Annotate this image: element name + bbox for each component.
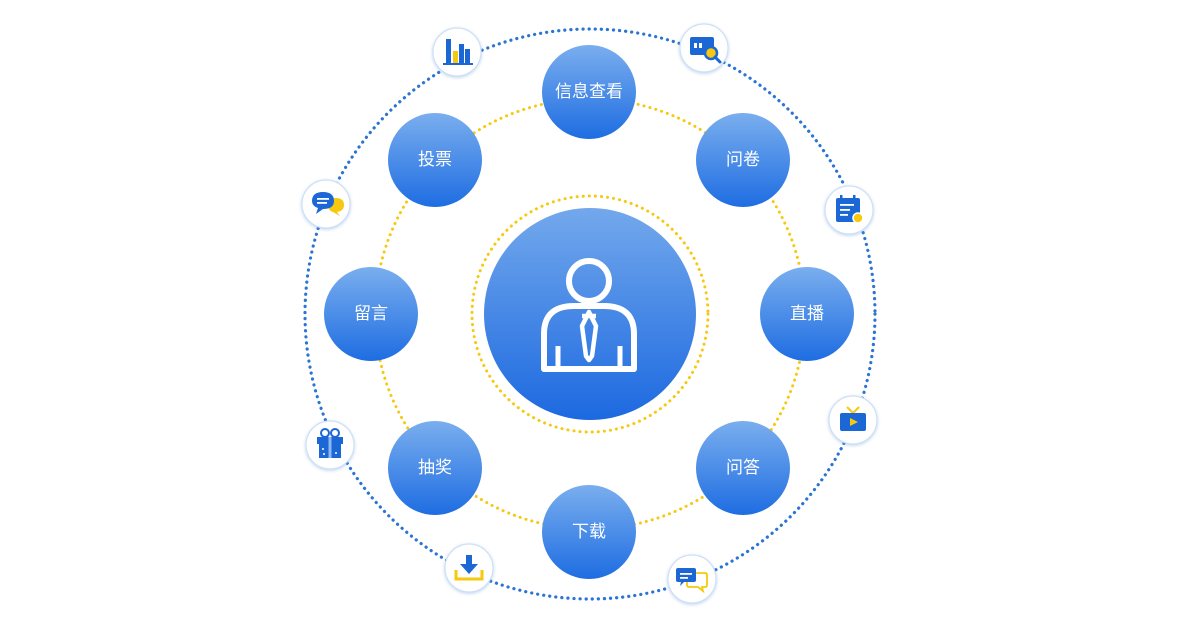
search-document-icon	[679, 23, 729, 73]
node-label: 下载	[572, 522, 606, 542]
calendar-icon	[824, 185, 874, 235]
node-vote[interactable]: 投票	[388, 113, 482, 207]
node-live[interactable]: 直播	[760, 267, 854, 361]
tv-icon	[828, 395, 878, 445]
node-survey[interactable]: 问卷	[696, 113, 790, 207]
node-download[interactable]: 下载	[542, 485, 636, 579]
gift-box-icon	[305, 420, 355, 470]
bar-chart-icon	[432, 27, 482, 77]
node-info-view[interactable]: 信息查看	[542, 45, 636, 139]
node-label: 问卷	[726, 150, 760, 170]
node-label: 留言	[354, 304, 388, 324]
node-label: 信息查看	[555, 82, 623, 102]
center-node	[484, 208, 696, 420]
node-lottery[interactable]: 抽奖	[388, 421, 482, 515]
node-message[interactable]: 留言	[324, 267, 418, 361]
download-icon	[444, 543, 494, 593]
node-label: 问答	[726, 458, 760, 478]
chat-bubbles-icon	[667, 554, 717, 604]
speech-bubbles-icon	[301, 179, 351, 229]
user-tie-icon	[541, 258, 637, 372]
node-label: 抽奖	[418, 458, 452, 478]
node-label: 直播	[790, 304, 824, 324]
node-label: 投票	[418, 150, 452, 170]
node-qa[interactable]: 问答	[696, 421, 790, 515]
outer-dotted-ring	[303, 27, 877, 601]
inner-dotted-ring	[470, 194, 710, 434]
